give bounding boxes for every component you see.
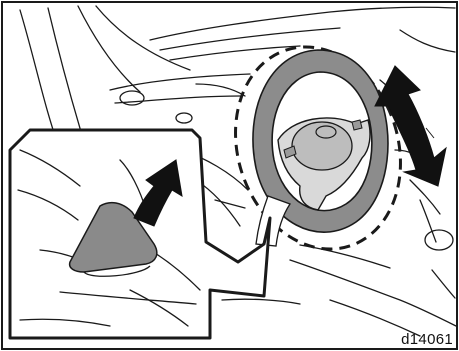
steering-wheel-hub [292, 122, 352, 170]
figure-id-label: d14061 [401, 332, 453, 347]
steering-column [256, 196, 290, 246]
steering-wheel [253, 50, 388, 246]
